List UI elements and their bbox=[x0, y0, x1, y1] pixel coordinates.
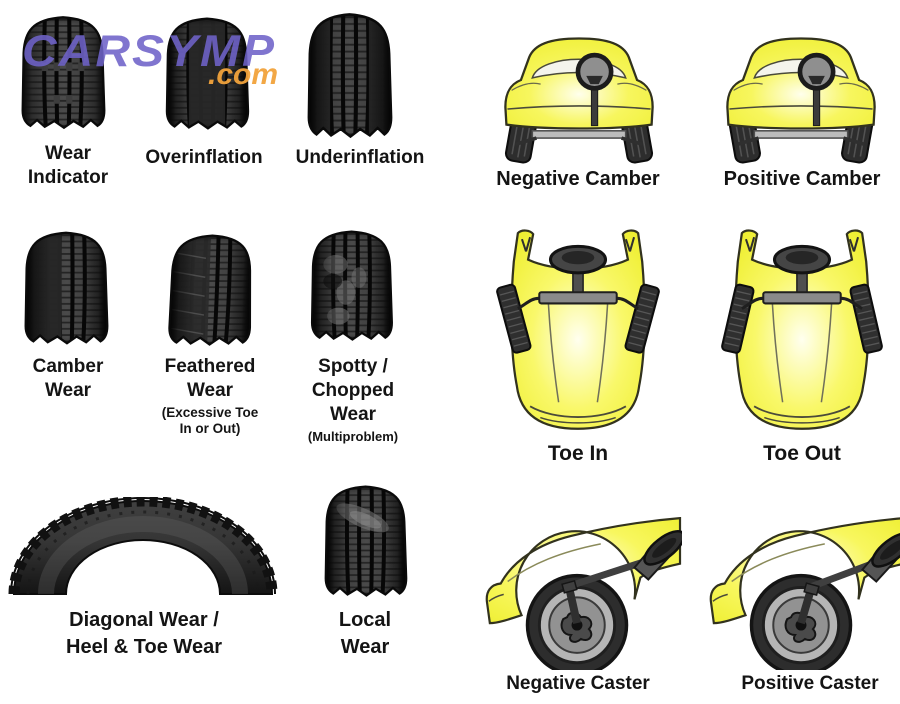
label-local-wear: Local Wear bbox=[338, 609, 392, 658]
label-negative-caster: Negative Caster bbox=[506, 673, 650, 694]
tire-illustration-underinflation bbox=[301, 7, 398, 145]
label-wear-indicator: Wear Indicator bbox=[27, 143, 109, 188]
tire-illustration-spotty-chopped-wear bbox=[302, 225, 401, 347]
label-feathered-wear: Feathered Wear (Excessive Toe In or Out) bbox=[146, 355, 274, 437]
car-side-illustration-positive-caster bbox=[709, 517, 900, 670]
tire-illustration-diagonal-heel-toe-wear bbox=[8, 497, 278, 595]
label-positive-camber: Positive Camber bbox=[723, 168, 881, 190]
car-top-illustration-toe-out bbox=[720, 229, 884, 430]
label-diagonal-heel-toe-wear: Diagonal Wear / Heel & Toe Wear bbox=[66, 609, 222, 658]
note-spotty: (Multiproblem) bbox=[307, 429, 399, 444]
label-positive-caster: Positive Caster bbox=[741, 673, 879, 694]
tire-illustration-wear-indicator bbox=[15, 9, 111, 137]
note-feathered-wear: (Excessive Toe In or Out) bbox=[161, 405, 259, 436]
label-toe-in: Toe In bbox=[547, 442, 609, 465]
label-overinflation: Overinflation bbox=[145, 147, 263, 168]
car-front-illustration-positive-camber bbox=[712, 24, 890, 164]
car-front-illustration-negative-camber bbox=[490, 24, 668, 164]
tire-illustration-feathered-wear bbox=[159, 229, 262, 352]
label-underinflation: Underinflation bbox=[295, 147, 425, 168]
label-spotty-chopped-wear: Spotty / Chopped Wear (Multiproblem) bbox=[294, 355, 412, 445]
car-top-illustration-toe-in bbox=[495, 229, 661, 430]
tire-illustration-overinflation bbox=[156, 12, 258, 136]
car-side-illustration-negative-caster bbox=[485, 517, 682, 670]
tire-illustration-camber-wear bbox=[18, 225, 114, 352]
label-negative-camber: Negative Camber bbox=[496, 168, 660, 190]
tire-illustration-local-wear bbox=[315, 480, 416, 603]
label-toe-out: Toe Out bbox=[763, 442, 841, 465]
label-camber-wear: Camber Wear bbox=[32, 356, 104, 401]
